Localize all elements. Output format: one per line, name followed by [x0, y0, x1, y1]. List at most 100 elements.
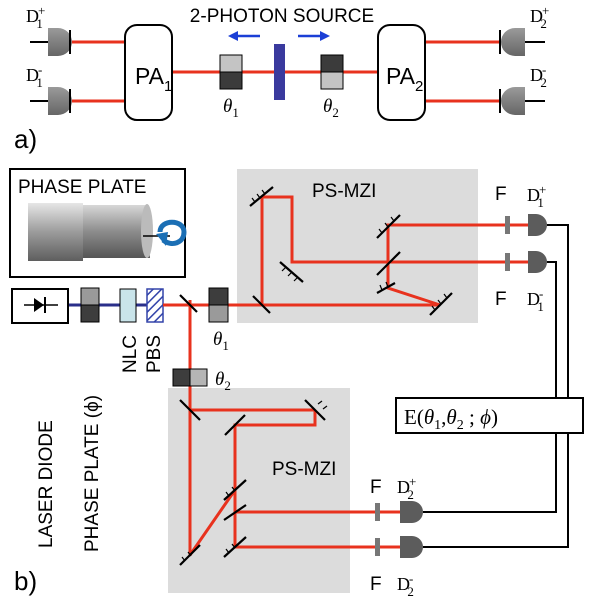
- filter-b-4: [375, 538, 380, 556]
- mirror-top-upper: [376, 214, 401, 239]
- d2p-b-sup: +: [409, 474, 416, 489]
- theta2-b-sub: 2: [224, 378, 231, 393]
- ps-mzi-bottom-label: PS-MZI: [272, 459, 336, 480]
- d2p-b-label: D+2: [397, 474, 416, 502]
- coinc-semi: ;: [464, 405, 480, 429]
- waveplate-a-theta1-top: [219, 54, 243, 73]
- ps-mzi-top-label: PS-MZI: [312, 181, 376, 202]
- theta2-b-label: θ2: [215, 369, 231, 393]
- coinc-t2: θ: [446, 405, 456, 429]
- d2p-a-sup: +: [542, 3, 549, 18]
- d1m-b-sup: -: [539, 286, 543, 301]
- filter-b-2: [505, 253, 510, 271]
- filter-label-3: F: [370, 477, 382, 498]
- d1m-a-sub: 1: [36, 75, 43, 90]
- phase-plate-face: [141, 204, 153, 258]
- pa1-sub: 1: [164, 78, 172, 95]
- beam-mzi-top-route: [262, 195, 388, 264]
- d1p-b-sup: +: [539, 182, 546, 197]
- beamsplitter-top-right: [376, 251, 401, 276]
- d2p-b-text: D: [397, 477, 410, 497]
- pbs-cube: [146, 288, 164, 323]
- filter-label-2: F: [495, 289, 507, 310]
- detector-a-d1m: [48, 87, 72, 115]
- detector-b-d1p: [528, 214, 547, 236]
- detector-a-d1p: [48, 28, 72, 56]
- phase-plate-title: PHASE PLATE: [18, 177, 146, 198]
- d2m-a-label: D-2: [530, 62, 547, 90]
- theta2-a-sub: 2: [332, 105, 339, 120]
- cable-d1m: [547, 261, 557, 398]
- d1m-b-text: D: [527, 289, 540, 309]
- d2m-b-sup: -: [409, 571, 413, 586]
- filter-label-4: F: [370, 574, 382, 595]
- d1p-b-sub: 1: [537, 195, 544, 210]
- pa2-box: [377, 24, 426, 121]
- coinc-t1-sub: 1: [434, 418, 441, 433]
- coincidence-label: E(θ1,θ2 ; ϕ): [404, 405, 498, 433]
- detector-b-d2m: [400, 536, 423, 558]
- d2m-a-sub: 2: [540, 75, 547, 90]
- d1p-b-text: D: [527, 185, 540, 205]
- coinc-E: E(: [404, 405, 424, 429]
- source-title: 2-PHOTON SOURCE: [190, 6, 374, 27]
- mirror-top-lower: [376, 282, 396, 294]
- theta2-a-text: θ: [323, 96, 332, 117]
- panel-b: PHASE PLATE: [9, 168, 584, 599]
- panel-b-label: b): [14, 566, 37, 596]
- cable-d2m: [423, 433, 569, 548]
- laser-diode-label: LASER DIODE: [36, 420, 57, 548]
- waveplate-a-theta2-bottom: [320, 71, 344, 90]
- waveplate-b-theta2-left: [172, 368, 191, 387]
- source-crystal: [274, 44, 285, 100]
- mirror-bottom-lowerright: [223, 536, 247, 558]
- d1m-b-label: D-1: [527, 286, 544, 314]
- coincidence-box: [395, 397, 584, 434]
- mirror-top-left: [249, 186, 274, 207]
- nlc-label: NLC: [120, 335, 141, 373]
- d2p-a-label: D+2: [530, 3, 549, 31]
- d2m-a-text: D: [530, 65, 543, 85]
- detector-a-d2m: [501, 87, 525, 115]
- mirrors: [179, 186, 453, 566]
- rotation-arrow-icon: [157, 219, 187, 246]
- pa1-text: PA: [135, 63, 165, 89]
- phase-plate-element-top: [80, 287, 100, 306]
- waveplate-a-theta2-top: [320, 54, 344, 73]
- coinc-comma: ,: [441, 405, 446, 429]
- waveplate-b-theta2-right: [189, 368, 208, 387]
- detector-b-d2p: [400, 501, 423, 523]
- d1m-b-sub: 1: [537, 299, 544, 314]
- beamsplitter-bottom-upper: [224, 414, 246, 436]
- theta1-a-label: θ1: [223, 96, 239, 120]
- d2p-a-sub: 2: [540, 16, 547, 31]
- d2m-b-sub: 2: [407, 584, 414, 599]
- d1m-a-text: D: [26, 65, 39, 85]
- beamsplitter-b1: [179, 294, 198, 313]
- phase-plate-label: PHASE PLATE (ϕ): [82, 395, 103, 552]
- d1m-a-label: D-1: [26, 62, 43, 90]
- diode-icon: [34, 298, 44, 312]
- theta1-a-text: θ: [223, 96, 232, 117]
- d1p-a-label: D+1: [26, 3, 45, 31]
- theta2-a-label: θ2: [323, 96, 339, 120]
- waveplate-a-theta1-bottom: [219, 71, 243, 90]
- mirror-bottom-topright: [304, 399, 326, 421]
- rotation-arrowhead-icon: [156, 232, 168, 246]
- pa1-box: [124, 24, 173, 121]
- d1p-a-text: D: [26, 6, 39, 26]
- filter-b-3: [375, 503, 380, 521]
- mirror-bottom-mid: [223, 479, 247, 501]
- phase-plate-cylinder-left: [28, 203, 83, 261]
- theta2-b-text: θ: [215, 369, 224, 390]
- pbs-label: PBS: [144, 335, 165, 373]
- theta1-b-label: θ1: [213, 329, 229, 353]
- filter-b-1: [505, 216, 510, 234]
- panel-a-label: a): [14, 124, 37, 154]
- pa1-label: PA1: [135, 63, 172, 95]
- coinc-close: ): [491, 405, 498, 429]
- coinc-t2-sub: 2: [457, 418, 464, 433]
- cable-d2p: [423, 433, 557, 513]
